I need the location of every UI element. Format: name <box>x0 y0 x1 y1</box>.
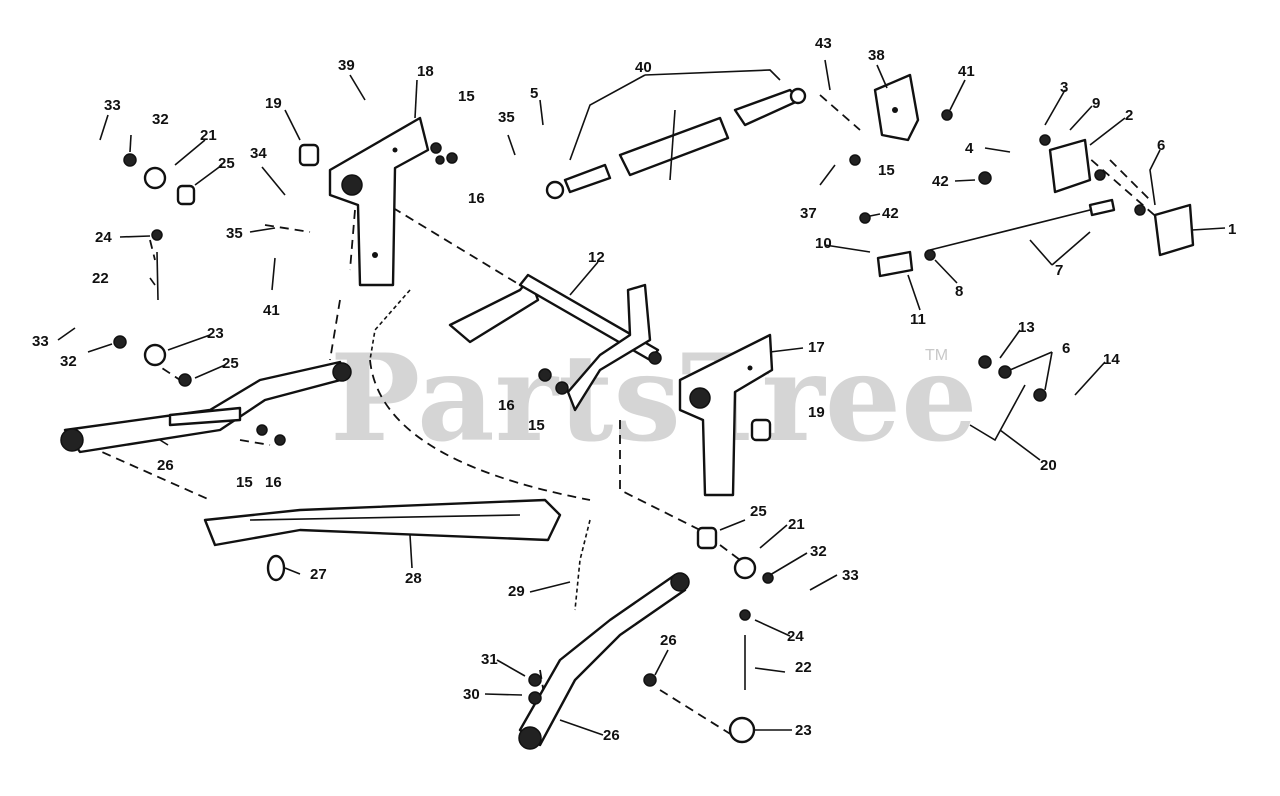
callout-15-b: 15 <box>878 162 895 179</box>
callout-3: 3 <box>1060 79 1068 96</box>
callout-33-c: 33 <box>842 567 859 584</box>
part-17-bracket[interactable] <box>678 333 774 497</box>
callout-1: 1 <box>1228 221 1236 238</box>
callout-35-a: 35 <box>226 225 243 242</box>
callout-25-a: 25 <box>218 155 235 172</box>
callout-28: 28 <box>405 570 422 587</box>
callout-5: 5 <box>530 85 538 102</box>
callout-26-c: 26 <box>603 727 620 744</box>
callout-24-a: 24 <box>95 229 112 246</box>
callout-41-a: 41 <box>263 302 280 319</box>
part-2-plate[interactable] <box>1048 138 1092 194</box>
callout-38: 38 <box>868 47 885 64</box>
callout-39: 39 <box>338 57 355 74</box>
watermark-trademark: TM <box>925 347 948 364</box>
callout-15-d: 15 <box>236 474 253 491</box>
callout-40: 40 <box>635 59 652 76</box>
callout-42-a: 42 <box>932 173 949 190</box>
callout-6-top: 6 <box>1157 137 1165 154</box>
callout-18: 18 <box>417 63 434 80</box>
callout-25-c: 25 <box>750 503 767 520</box>
part-26-lift-arm-right[interactable] <box>518 572 690 750</box>
part-40-turnbuckle[interactable] <box>545 87 807 200</box>
callout-32-c: 32 <box>810 543 827 560</box>
part-29-chain[interactable] <box>369 289 591 611</box>
callout-29: 29 <box>508 583 525 600</box>
callout-16-b: 16 <box>498 397 515 414</box>
callout-24-b: 24 <box>787 628 804 645</box>
callout-17: 17 <box>808 339 825 356</box>
callout-14: 14 <box>1103 351 1120 368</box>
callout-31: 31 <box>481 651 498 668</box>
part-38-bracket[interactable] <box>873 73 920 142</box>
callout-22-b: 22 <box>795 659 812 676</box>
part-1-plate[interactable] <box>1153 203 1195 257</box>
leader-lines <box>57 59 1226 736</box>
callout-23-b: 23 <box>795 722 812 739</box>
part-11-block[interactable] <box>876 250 914 278</box>
callout-22-a: 22 <box>92 270 109 287</box>
assembly-lines <box>74 94 1161 741</box>
callout-6-right: 6 <box>1062 340 1070 357</box>
callout-15-c: 15 <box>528 417 545 434</box>
callout-37: 37 <box>800 205 817 222</box>
callout-23-a: 23 <box>207 325 224 342</box>
callout-10: 10 <box>815 235 832 252</box>
callout-16-a: 16 <box>468 190 485 207</box>
part-20-rod[interactable] <box>969 384 1026 442</box>
callout-16-c: 16 <box>265 474 282 491</box>
callout-19-a: 19 <box>265 95 282 112</box>
callout-26-a: 26 <box>157 457 174 474</box>
callout-7: 7 <box>1055 262 1063 279</box>
callout-8: 8 <box>955 283 963 300</box>
callout-21-b: 21 <box>788 516 805 533</box>
callout-25-b: 25 <box>222 355 239 372</box>
callout-labels: 1 2 3 4 5 6 6 7 8 9 10 11 12 13 14 15 15… <box>32 35 1236 744</box>
callout-20: 20 <box>1040 457 1057 474</box>
part-28-drawbar[interactable] <box>203 498 562 547</box>
callout-4: 4 <box>965 140 974 157</box>
part-12-rockshaft[interactable] <box>448 273 662 412</box>
callout-34: 34 <box>250 145 267 162</box>
callout-13: 13 <box>1018 319 1035 336</box>
callout-32-a: 32 <box>152 111 169 128</box>
callout-27: 27 <box>310 566 327 583</box>
hardware <box>113 109 1146 744</box>
callout-15-a: 15 <box>458 88 475 105</box>
part-7-rod[interactable] <box>929 198 1116 251</box>
callout-2: 2 <box>1125 107 1133 124</box>
callout-21-a: 21 <box>200 127 217 144</box>
callout-35-b: 35 <box>498 109 515 126</box>
callout-11: 11 <box>910 311 926 328</box>
callout-9: 9 <box>1092 95 1100 112</box>
callout-33-b: 33 <box>32 333 49 350</box>
callout-19-b: 19 <box>808 404 825 421</box>
callout-42-b: 42 <box>882 205 899 222</box>
callout-33-a: 33 <box>104 97 121 114</box>
callout-12: 12 <box>588 249 605 266</box>
callout-26-b: 26 <box>660 632 677 649</box>
part-26-lift-arm-left[interactable] <box>60 360 352 454</box>
part-18-bracket[interactable] <box>328 116 430 287</box>
callout-32-b: 32 <box>60 353 77 370</box>
callout-41-b: 41 <box>958 63 975 80</box>
callout-43: 43 <box>815 35 832 52</box>
callout-30: 30 <box>463 686 480 703</box>
